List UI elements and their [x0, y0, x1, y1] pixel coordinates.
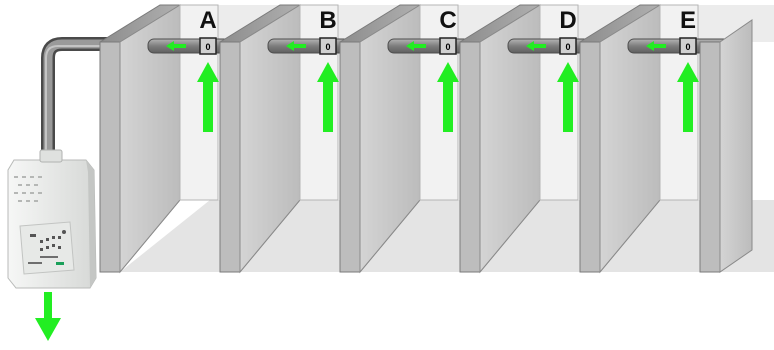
- compartment-e: E0: [579, 4, 737, 274]
- divider-panel-edge: [219, 41, 241, 273]
- vent-grille: [14, 176, 42, 202]
- compartment-c: C0: [339, 4, 497, 274]
- end-panel-edge: [699, 41, 721, 273]
- airflow-arrow-up-icon: [557, 62, 579, 132]
- exhaust-arrow-down-icon: [35, 292, 61, 341]
- sampling-valve: [559, 37, 577, 55]
- airflow-arrow-up-icon: [197, 62, 219, 132]
- divider-panel-edge: [459, 41, 481, 273]
- divider-panel-edge: [99, 41, 121, 273]
- divider-panel-edge: [579, 41, 601, 273]
- airflow-arrow-up-icon: [677, 62, 699, 132]
- airflow-arrow-up-icon: [317, 62, 339, 132]
- flow-arrow-left-icon: [166, 41, 186, 51]
- compartment-label: E: [680, 7, 696, 34]
- end-panel: [699, 19, 753, 273]
- sampling-valve: [679, 37, 697, 55]
- sampling-valve: [199, 37, 217, 55]
- compartment-label: D: [559, 7, 576, 34]
- flow-arrow-left-icon: [526, 41, 546, 51]
- smoke-detector-unit: [7, 149, 97, 289]
- compartment-label: C: [439, 7, 456, 34]
- cabinet-floor: [120, 200, 774, 272]
- airflow-arrow-up-icon: [437, 62, 459, 132]
- flow-arrow-left-icon: [286, 41, 306, 51]
- sampling-valve-label: 0: [565, 42, 570, 52]
- compartment-b: B0: [219, 4, 377, 274]
- compartment-label: A: [199, 7, 216, 34]
- sampling-valve-label: 0: [205, 42, 210, 52]
- compartment-d: D0: [459, 4, 617, 274]
- sampling-valve-label: 0: [685, 42, 690, 52]
- compartment-label: B: [319, 7, 336, 34]
- sampling-valve-label: 0: [445, 42, 450, 52]
- compartment-a: A0: [99, 4, 257, 274]
- sampling-valve: [319, 37, 337, 55]
- divider-panel-edge: [339, 41, 361, 273]
- detector-front-panel: [19, 221, 75, 275]
- sampling-valve-label: 0: [325, 42, 330, 52]
- end-panel-face: [719, 19, 753, 273]
- flow-arrow-left-icon: [406, 41, 426, 51]
- sampling-valve: [439, 37, 457, 55]
- flow-arrow-left-icon: [646, 41, 666, 51]
